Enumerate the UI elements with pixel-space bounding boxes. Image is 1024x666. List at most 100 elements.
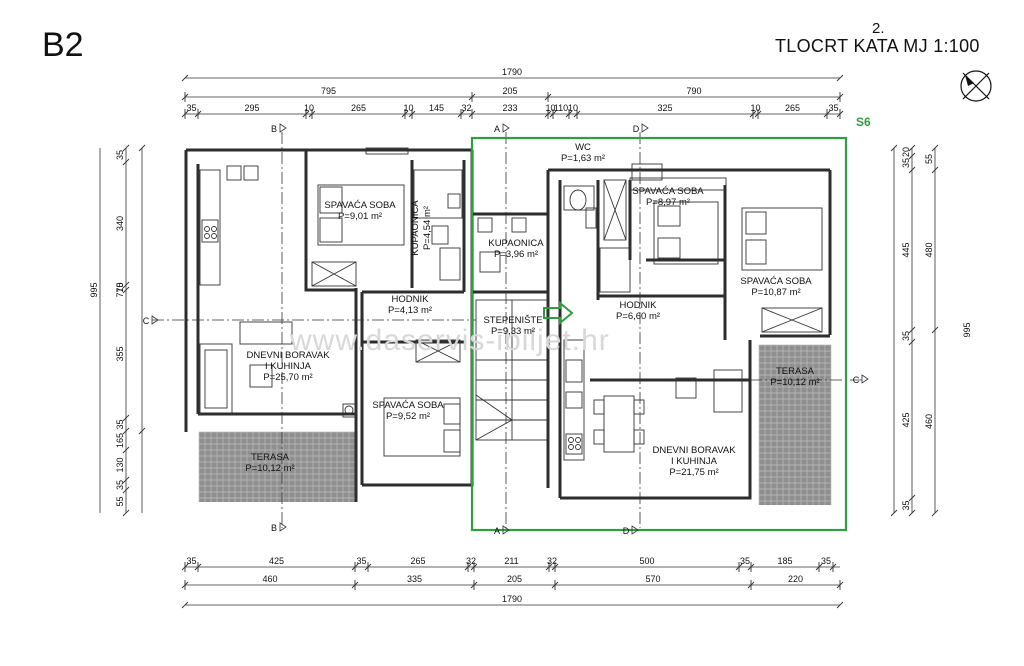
dimension-total: 995 bbox=[962, 322, 972, 337]
dimension-label: 340 bbox=[115, 216, 125, 231]
dimension-label: 460 bbox=[262, 574, 277, 584]
unit-highlight bbox=[470, 136, 848, 532]
room-name: I KUHINJA bbox=[671, 456, 718, 467]
terrace-left bbox=[198, 431, 356, 502]
dimension-total: 1790 bbox=[502, 594, 522, 604]
dimension-lines bbox=[99, 77, 936, 606]
dimension-label: 425 bbox=[269, 556, 284, 566]
room-name: KUPAONICA bbox=[488, 238, 544, 249]
dimension-label: 265 bbox=[351, 103, 366, 113]
dimension-label: 110 bbox=[554, 103, 568, 113]
dimension-label: 35 bbox=[901, 158, 911, 168]
dimension-label: 35 bbox=[186, 103, 196, 113]
watermark: www.daservis-ibiljet.hr bbox=[289, 324, 610, 357]
room-area: P=4,54 m² bbox=[422, 206, 433, 250]
room-area: P=3,96 m² bbox=[494, 249, 538, 260]
section-mark: C bbox=[853, 375, 860, 385]
dimension-label: 35 bbox=[828, 103, 838, 113]
room-name: TERASA bbox=[776, 366, 815, 377]
room-area: P=10,12 m² bbox=[770, 377, 819, 388]
room-name: WC bbox=[575, 142, 591, 153]
section-arrow-icon bbox=[641, 123, 649, 133]
dimension-label: 425 bbox=[901, 412, 911, 427]
dimension-label: 10 bbox=[545, 103, 555, 113]
dimension-label: 32 bbox=[547, 556, 557, 566]
room-name: STEPENIŠTE bbox=[483, 315, 542, 326]
room-area: P=25,70 m² bbox=[263, 372, 312, 383]
north-arrow-icon bbox=[960, 70, 992, 102]
room-name: SPAVAĆA SOBA bbox=[324, 200, 396, 211]
room-name: SPAVAĆA SOBA bbox=[740, 276, 812, 287]
section-mark: A bbox=[494, 124, 500, 134]
dimension-label: 205 bbox=[502, 86, 517, 96]
room-area: P=9,01 m² bbox=[338, 211, 382, 222]
dimension-label: 355 bbox=[115, 346, 125, 361]
dimension-label: 295 bbox=[244, 103, 259, 113]
section-mark: B bbox=[271, 124, 277, 134]
dimension-label: 10 bbox=[304, 103, 314, 113]
room-area: P=4,13 m² bbox=[388, 305, 432, 316]
dimension-label: 32 bbox=[461, 103, 471, 113]
dimension-label: 165 bbox=[115, 433, 125, 448]
dimension-label: 10 bbox=[115, 282, 125, 292]
dimension-label: 233 bbox=[502, 103, 517, 113]
dimension-label: 35 bbox=[186, 556, 196, 566]
section-arrow-icon bbox=[279, 522, 287, 532]
dimension-label: 205 bbox=[507, 574, 522, 584]
dimension-label: 480 bbox=[924, 242, 934, 257]
room-area: P=6,60 m² bbox=[616, 311, 660, 322]
room-name: HODNIK bbox=[620, 300, 658, 311]
dimension-label: 35 bbox=[901, 500, 911, 510]
dimension-label: 55 bbox=[115, 496, 125, 506]
dimension-label: 211 bbox=[504, 556, 518, 566]
dimension-label: 335 bbox=[407, 574, 422, 584]
room-name: DNEVNI BORAVAK bbox=[652, 445, 736, 456]
section-mark: A bbox=[494, 526, 500, 536]
section-arrow-icon bbox=[279, 123, 287, 133]
room-name: TERASA bbox=[251, 452, 290, 463]
dimension-total: 1790 bbox=[502, 67, 522, 77]
dimension-label: 445 bbox=[901, 242, 911, 257]
dimension-label: 265 bbox=[785, 103, 800, 113]
section-arrow-icon bbox=[151, 315, 159, 325]
dimension-label: 265 bbox=[410, 556, 425, 566]
room-name: KUPAONICA bbox=[410, 200, 421, 256]
room-area: P=10,12 m² bbox=[245, 463, 294, 474]
room-area: P=9,33 m² bbox=[491, 326, 535, 337]
dimension-label: 10 bbox=[750, 103, 760, 113]
dimension-label: 35 bbox=[115, 419, 125, 429]
section-arrow-icon bbox=[502, 123, 510, 133]
room-name: I KUHINJA bbox=[265, 361, 312, 372]
room-area: P=21,75 m² bbox=[669, 467, 718, 478]
section-arrow-icon bbox=[861, 374, 869, 384]
room-area: P=10,87 m² bbox=[751, 287, 800, 298]
dimension-label: 35 bbox=[356, 556, 366, 566]
section-mark: D bbox=[623, 526, 630, 536]
dimension-label: 775 bbox=[115, 282, 125, 297]
dimension-label: 570 bbox=[645, 574, 660, 584]
block-label: B2 bbox=[42, 26, 84, 64]
dimension-label: 35 bbox=[821, 556, 831, 566]
section-arrow-icon bbox=[631, 525, 639, 535]
dimension-label: 35 bbox=[115, 480, 125, 490]
room-name: HODNIK bbox=[392, 294, 430, 305]
dimension-label: 35 bbox=[901, 331, 911, 341]
terrace-right bbox=[758, 344, 832, 505]
dimension-label: 220 bbox=[788, 574, 803, 584]
dimension-label: 35 bbox=[740, 556, 750, 566]
section-mark: B bbox=[271, 523, 277, 533]
unit-label: S6 bbox=[856, 115, 871, 129]
room-area: P=9,52 m² bbox=[386, 411, 430, 422]
room-name: SPAVAĆA SOBA bbox=[632, 186, 704, 197]
dimension-label: 790 bbox=[686, 86, 701, 96]
room-name: DNEVNI BORAVAK bbox=[246, 350, 330, 361]
plan-title: TLOCRT KATA MJ 1:100 bbox=[775, 36, 980, 56]
dimension-label: 185 bbox=[777, 556, 792, 566]
dimension-label: 145 bbox=[429, 103, 444, 113]
dimension-label: 32 bbox=[466, 556, 476, 566]
section-lines bbox=[152, 132, 862, 528]
